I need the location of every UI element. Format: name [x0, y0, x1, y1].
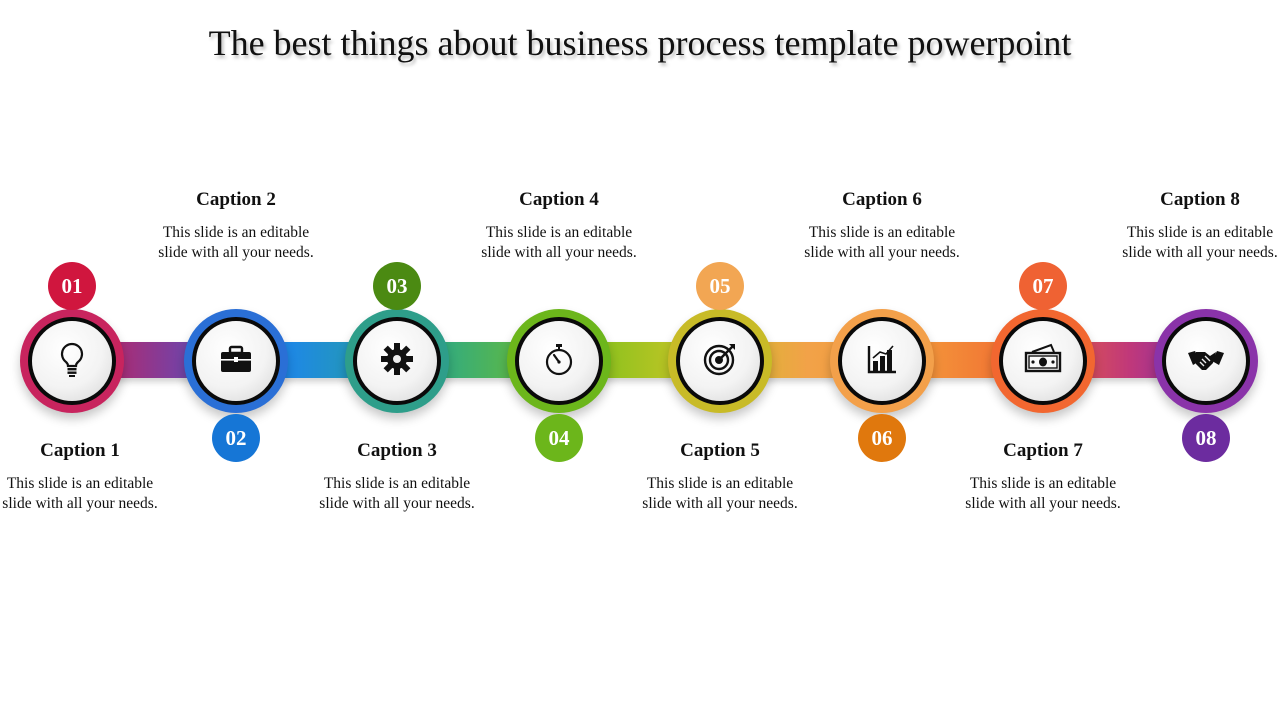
step-caption-1: Caption 1 This slide is an editable slide…: [0, 440, 160, 513]
step-caption-8: Caption 8 This slide is an editable slide…: [1120, 189, 1280, 262]
step-number-badge: 03: [373, 262, 421, 310]
caption-text: This slide is an editable slide with all…: [804, 224, 960, 261]
step-caption-6: Caption 6 This slide is an editable slide…: [802, 189, 962, 262]
caption-text: This slide is an editable slide with all…: [965, 475, 1121, 512]
step-ring-1: [20, 309, 124, 413]
caption-title: Caption 1: [40, 440, 120, 461]
step-icon-disc-8: [1162, 317, 1250, 405]
caption-title: Caption 5: [680, 440, 760, 461]
caption-text: This slide is an editable slide with all…: [158, 224, 314, 261]
caption-text: This slide is an editable slide with all…: [481, 224, 637, 261]
bar-chart-icon: [862, 339, 902, 384]
money-icon: [1023, 339, 1063, 384]
step-icon-disc-5: [676, 317, 764, 405]
lightbulb-icon: [52, 339, 92, 384]
caption-title: Caption 8: [1160, 189, 1240, 210]
step-ring-3: [345, 309, 449, 413]
caption-text: This slide is an editable slide with all…: [2, 475, 158, 512]
caption-title: Caption 2: [196, 189, 276, 210]
caption-title: Caption 7: [1003, 440, 1083, 461]
stopwatch-icon: [539, 339, 579, 384]
caption-title: Caption 3: [357, 440, 437, 461]
step-ring-5: [668, 309, 772, 413]
handshake-icon: [1186, 339, 1226, 384]
step-icon-disc-3: [353, 317, 441, 405]
step-ring-6: [830, 309, 934, 413]
step-icon-disc-2: [192, 317, 280, 405]
step-number-badge: 08: [1182, 414, 1230, 462]
step-number-badge: 07: [1019, 262, 1067, 310]
step-ring-4: [507, 309, 611, 413]
step-number-badge: 05: [696, 262, 744, 310]
gear-icon: [377, 339, 417, 384]
caption-text: This slide is an editable slide with all…: [1122, 224, 1278, 261]
briefcase-icon: [216, 339, 256, 384]
step-caption-7: Caption 7 This slide is an editable slide…: [963, 440, 1123, 513]
page-title: The best things about business process t…: [208, 23, 1072, 63]
caption-title: Caption 6: [842, 189, 922, 210]
step-caption-5: Caption 5 This slide is an editable slide…: [640, 440, 800, 513]
step-icon-disc-4: [515, 317, 603, 405]
target-icon: [700, 339, 740, 384]
step-icon-disc-6: [838, 317, 926, 405]
step-icon-disc-7: [999, 317, 1087, 405]
caption-text: This slide is an editable slide with all…: [319, 475, 475, 512]
step-ring-8: [1154, 309, 1258, 413]
step-caption-2: Caption 2 This slide is an editable slide…: [156, 189, 316, 262]
step-ring-7: [991, 309, 1095, 413]
step-number-badge: 04: [535, 414, 583, 462]
step-caption-4: Caption 4 This slide is an editable slide…: [479, 189, 639, 262]
step-icon-disc-1: [28, 317, 116, 405]
step-number-badge: 06: [858, 414, 906, 462]
step-number-badge: 01: [48, 262, 96, 310]
caption-text: This slide is an editable slide with all…: [642, 475, 798, 512]
step-ring-2: [184, 309, 288, 413]
step-number-badge: 02: [212, 414, 260, 462]
step-caption-3: Caption 3 This slide is an editable slide…: [317, 440, 477, 513]
caption-title: Caption 4: [519, 189, 599, 210]
